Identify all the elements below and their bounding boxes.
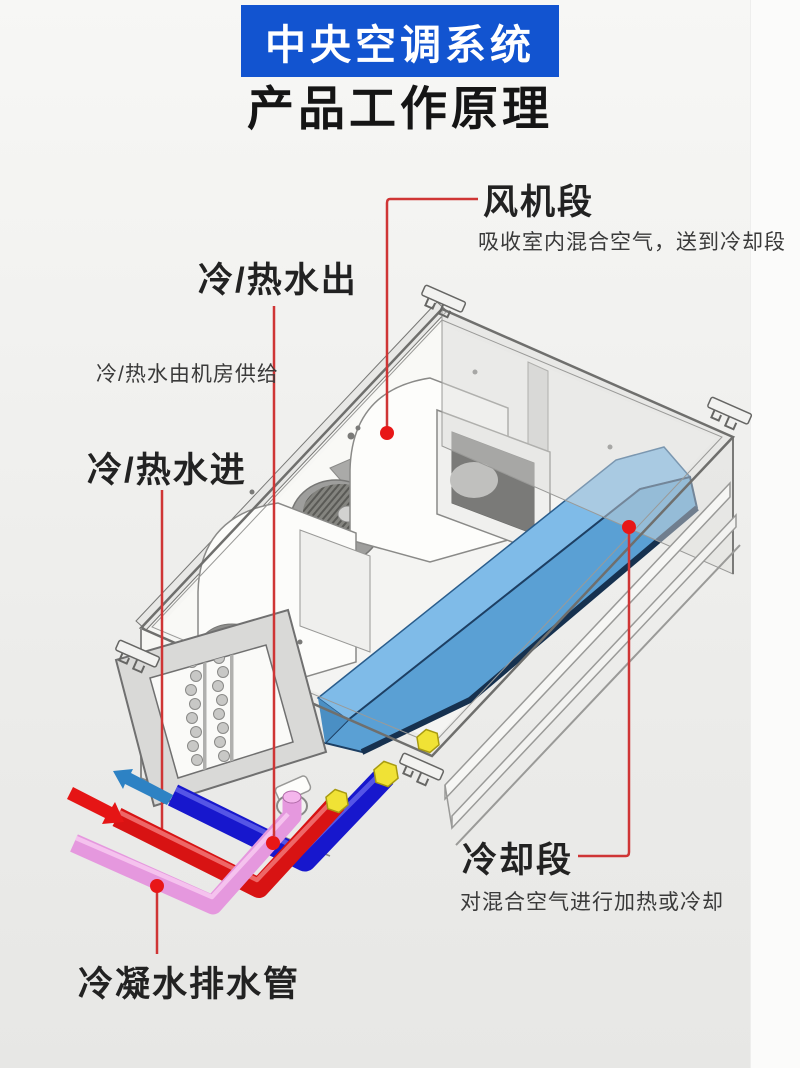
label-cooling-section: 冷却段 bbox=[462, 841, 574, 880]
title-badge-text: 中央空调系统 bbox=[265, 22, 535, 68]
page-title: 产品工作原理 bbox=[247, 82, 553, 135]
drain-marker-dot bbox=[150, 879, 164, 893]
water-out-marker-dot bbox=[266, 836, 280, 850]
screw-dots bbox=[249, 369, 613, 645]
fitting-cold-icon bbox=[373, 760, 399, 788]
cooling-coil bbox=[316, 446, 699, 755]
marker-dots bbox=[150, 426, 636, 893]
leader-line-cooling bbox=[578, 533, 631, 858]
drain-pan-rails bbox=[444, 481, 741, 846]
label-fan-section: 风机段 bbox=[483, 183, 595, 222]
fan-marker-dot bbox=[380, 426, 394, 440]
background-strip bbox=[750, 0, 800, 1068]
title-badge: 中央空调系统 bbox=[241, 5, 559, 77]
pipe-fittings bbox=[325, 760, 399, 814]
label-cooling-section-desc: 对混合空气进行加热或冷却 bbox=[460, 891, 724, 914]
fitting-hot-icon bbox=[325, 788, 349, 814]
flow-arrows bbox=[67, 769, 173, 824]
air-out-arrow-icon bbox=[113, 769, 173, 805]
leader-lines bbox=[155, 197, 631, 954]
hot-water-pipe bbox=[112, 796, 345, 898]
label-water-in: 冷/热水进 bbox=[87, 451, 247, 490]
label-fan-section-desc: 吸收室内混合空气，送到冷却段 bbox=[478, 231, 786, 254]
bracket-front-icon bbox=[394, 751, 445, 791]
pipes bbox=[70, 768, 394, 915]
label-water-out: 冷/热水出 bbox=[198, 261, 358, 300]
label-condensate-drain: 冷凝水排水管 bbox=[78, 965, 301, 1004]
cooling-coil-bottom-edge bbox=[360, 505, 699, 755]
coil-valve-fitting bbox=[416, 728, 440, 754]
condensate-pipe bbox=[70, 797, 302, 915]
leader-line-fan bbox=[385, 197, 478, 428]
chilled-water-pipe bbox=[167, 768, 394, 872]
cooling-marker-dot bbox=[622, 520, 636, 534]
label-supply-note: 冷/热水由机房供给 bbox=[96, 363, 279, 386]
water-in-arrow-icon bbox=[67, 787, 124, 824]
fan-volute-rear bbox=[349, 377, 551, 563]
